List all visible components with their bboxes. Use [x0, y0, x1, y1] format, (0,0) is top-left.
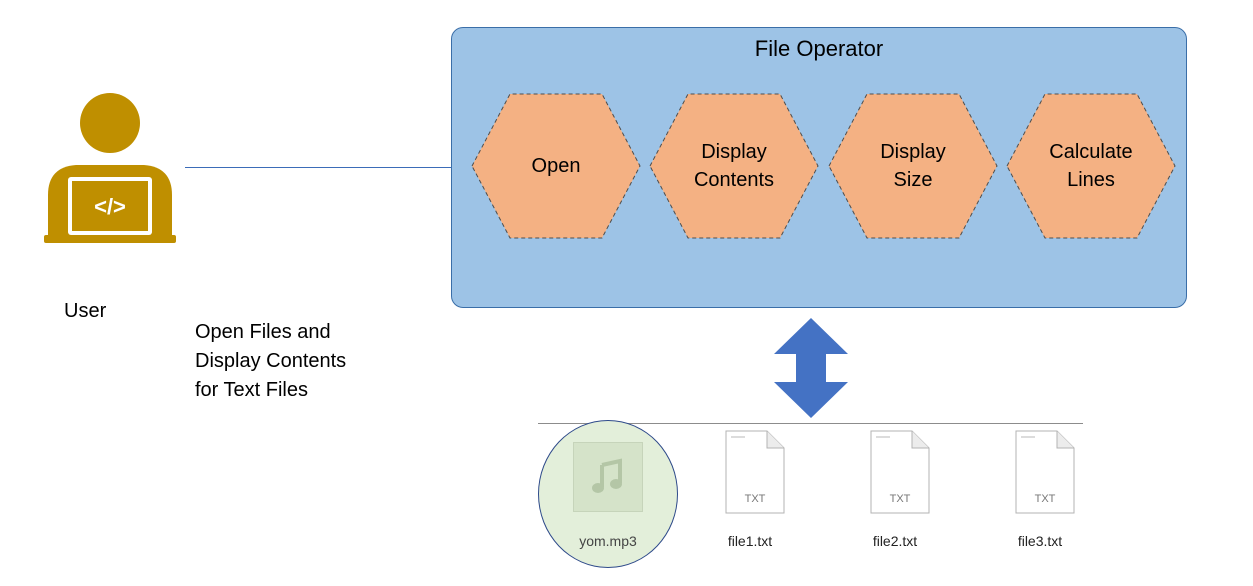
music-file-icon	[573, 442, 643, 512]
svg-text:</>: </>	[94, 194, 126, 219]
operation-label: Calculate	[1049, 141, 1133, 163]
operation-label: Open	[531, 155, 581, 177]
user-connector-line	[185, 167, 485, 168]
file-name: yom.mp3	[579, 533, 637, 549]
double-arrow-vertical-icon	[774, 318, 848, 418]
file-name: file2.txt	[872, 533, 918, 549]
file-type-label: TXT	[744, 493, 766, 505]
operation-display-contents: Display Contents	[648, 92, 820, 240]
file-name: file1.txt	[727, 533, 773, 549]
file-name: file3.txt	[1017, 533, 1063, 549]
operation-open: Open	[470, 92, 642, 240]
file-file3-txt[interactable]: TXT file3.txt	[980, 430, 1100, 550]
operation-label: Lines	[1067, 169, 1115, 191]
operation-display-size: Display Size	[827, 92, 999, 240]
text-file-icon	[870, 430, 930, 514]
file-file2-txt[interactable]: TXT file2.txt	[835, 430, 955, 550]
operation-label: Size	[893, 169, 933, 191]
text-file-icon	[1015, 430, 1075, 514]
file-yom-mp3[interactable]: yom.mp3	[548, 430, 668, 550]
user-label: User	[64, 300, 107, 322]
file-type-label: TXT	[1034, 493, 1056, 505]
operation-label: Contents	[693, 169, 775, 191]
operation-label: Display	[880, 141, 946, 163]
operation-calculate-lines: Calculate Lines	[1005, 92, 1177, 240]
description-line: for Text Files	[195, 379, 308, 401]
files-divider	[538, 423, 1083, 424]
panel-title: File Operator	[754, 36, 884, 61]
operation-label: Display	[701, 141, 767, 163]
description-line: Display Contents	[195, 350, 347, 372]
text-file-icon	[725, 430, 785, 514]
connection-description: Open Files and Display Contents for Text…	[195, 318, 435, 405]
description-line: Open Files and	[195, 321, 331, 343]
developer-laptop-icon: </>	[40, 85, 180, 245]
file-file1-txt[interactable]: TXT file1.txt	[690, 430, 810, 550]
file-type-label: TXT	[889, 493, 911, 505]
